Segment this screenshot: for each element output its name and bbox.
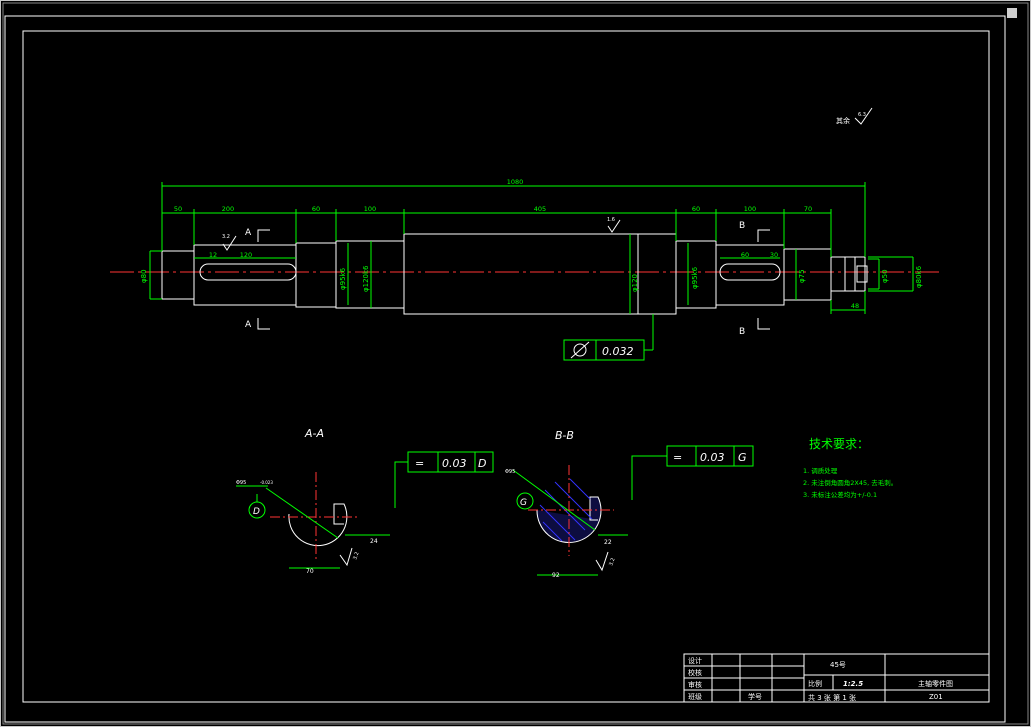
svg-text:1. 调质处理: 1. 调质处理 (803, 466, 838, 475)
svg-text:70: 70 (804, 205, 812, 213)
svg-text:50: 50 (174, 205, 182, 213)
svg-text:100: 100 (744, 205, 756, 213)
svg-text:24: 24 (370, 538, 378, 545)
svg-text:70: 70 (306, 568, 314, 575)
svg-text:100: 100 (364, 205, 376, 213)
svg-text:G: G (520, 498, 527, 508)
keyway-right (719, 263, 781, 281)
svg-text:1:2.5: 1:2.5 (843, 680, 863, 688)
svg-text:G: G (738, 451, 747, 464)
svg-text:1080: 1080 (507, 178, 524, 186)
cylindricity-tolerance-frame: 0.032 (563, 314, 654, 361)
svg-text:=: = (415, 457, 424, 470)
svg-text:=: = (673, 451, 682, 464)
svg-text:1.6: 1.6 (607, 217, 615, 223)
svg-text:审核: 审核 (688, 680, 702, 689)
svg-text:3.2: 3.2 (352, 551, 360, 561)
cylindricity-icon (570, 341, 590, 359)
svg-text:30: 30 (770, 251, 778, 259)
svg-text:45号: 45号 (830, 661, 846, 669)
svg-text:共 3 张 第 1 张: 共 3 张 第 1 张 (808, 693, 856, 702)
svg-text:φ95k6: φ95k6 (691, 266, 699, 289)
svg-text:其余: 其余 (836, 116, 850, 125)
svg-text:φ120k6: φ120k6 (362, 265, 370, 292)
viewport-corner (1007, 8, 1017, 18)
svg-text:92: 92 (552, 572, 560, 579)
svg-text:B-B: B-B (555, 429, 574, 442)
svg-text:22: 22 (604, 539, 612, 546)
svg-text:比例: 比例 (808, 679, 822, 688)
svg-text:12: 12 (209, 251, 217, 259)
svg-text:φ75: φ75 (798, 269, 806, 283)
svg-text:φ80k6: φ80k6 (915, 265, 923, 288)
svg-text:48: 48 (851, 302, 859, 310)
svg-text:φ120: φ120 (631, 274, 639, 292)
svg-text:技术要求：: 技术要求： (809, 437, 869, 451)
svg-text:60: 60 (741, 251, 749, 259)
svg-text:φ95k6: φ95k6 (339, 267, 347, 290)
drawing-border (4, 15, 1006, 723)
section-bb: B-B = 0.03 G G Φ95 92 22 3.2 (505, 429, 754, 579)
svg-text:学号: 学号 (748, 692, 762, 701)
technical-requirements: 技术要求： 1. 调质处理 2. 未注倒角圆角2X45, 去毛刺。 3. 未标注… (803, 437, 897, 499)
svg-text:200: 200 (222, 205, 234, 213)
svg-text:60: 60 (692, 205, 700, 213)
svg-text:2. 未注倒角圆角2X45, 去毛刺。: 2. 未注倒角圆角2X45, 去毛刺。 (803, 478, 897, 487)
svg-text:D: D (253, 507, 260, 517)
svg-text:Z01: Z01 (929, 693, 943, 701)
title-block: 设计 校核 审核 班级 学号 45号 比例 1:2.5 主轴零件图 共 3 张 … (683, 653, 990, 703)
keyway-left (199, 263, 297, 281)
roughness-note: 其余 6.3 (836, 107, 873, 125)
svg-text:60: 60 (312, 205, 320, 213)
svg-text:3.2: 3.2 (608, 557, 616, 567)
svg-text:A: A (245, 320, 252, 330)
svg-text:设计: 设计 (688, 656, 702, 665)
svg-text:班级: 班级 (688, 692, 702, 701)
svg-text:3.2: 3.2 (222, 234, 230, 240)
svg-text:6.3: 6.3 (858, 112, 866, 118)
svg-text:B: B (739, 221, 745, 231)
svg-text:D: D (478, 457, 486, 470)
svg-text:-0.023: -0.023 (260, 480, 273, 485)
svg-text:0.03: 0.03 (442, 457, 467, 470)
svg-text:A: A (245, 228, 252, 238)
svg-text:A-A: A-A (304, 427, 324, 440)
svg-text:0.032: 0.032 (602, 345, 634, 358)
svg-text:校核: 校核 (688, 668, 702, 677)
svg-text:Φ95: Φ95 (236, 480, 246, 486)
svg-text:φ50: φ50 (881, 269, 889, 283)
svg-text:B: B (739, 327, 745, 337)
svg-text:3. 未标注公差均为+/-0.1: 3. 未标注公差均为+/-0.1 (803, 490, 877, 499)
svg-text:405: 405 (534, 205, 546, 213)
svg-text:Φ95: Φ95 (505, 469, 515, 475)
svg-text:120: 120 (240, 251, 252, 259)
shaft-main-view: φ80 φ95k6 φ120k6 φ120 φ95k6 φ75 φ50 φ80k… (110, 178, 940, 361)
section-aa: A-A = 0.03 D D Φ95 -0.023 70 24 3.2 (236, 427, 494, 575)
svg-text:0.03: 0.03 (700, 451, 725, 464)
svg-text:主轴零件图: 主轴零件图 (918, 679, 953, 688)
svg-text:φ80: φ80 (140, 269, 148, 283)
